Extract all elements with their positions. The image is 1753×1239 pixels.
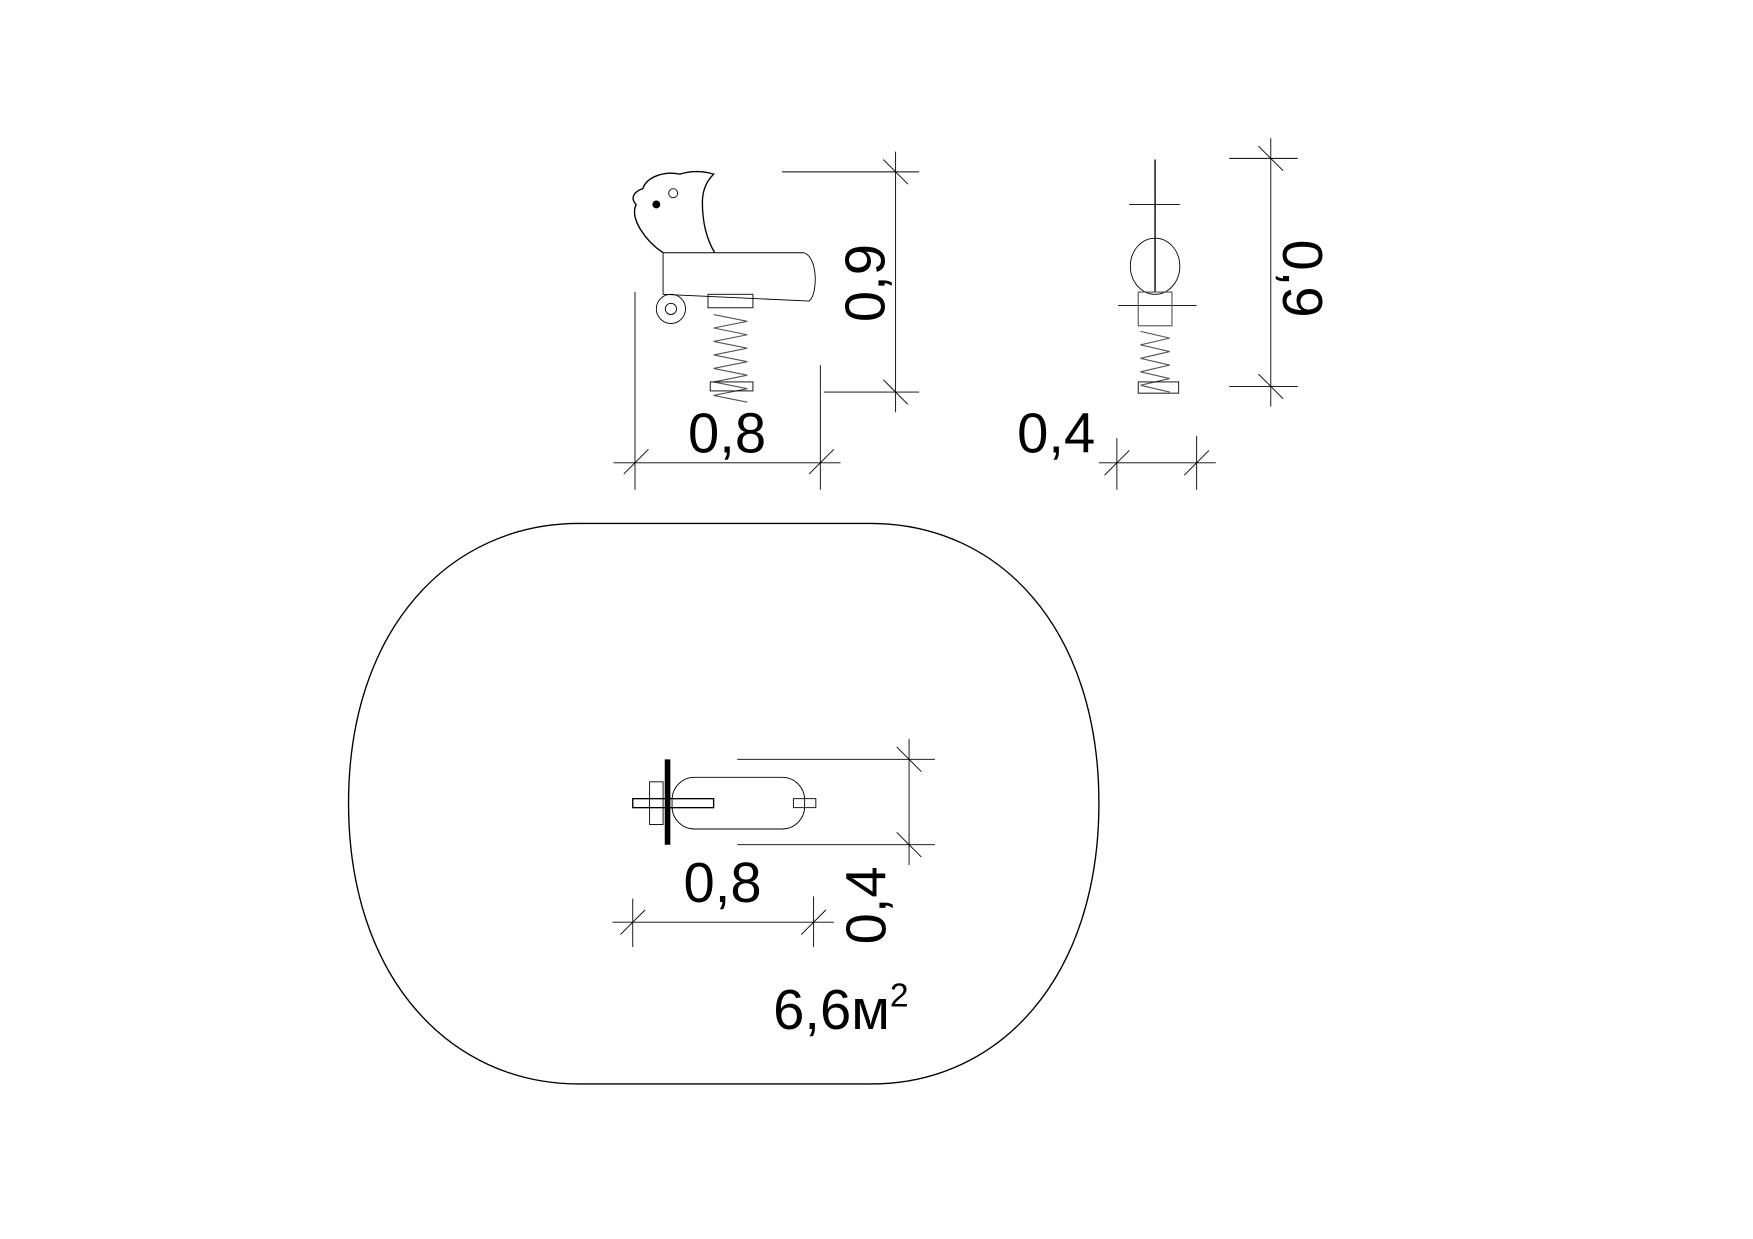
area-label: 6,6м2 [773, 977, 908, 1040]
side-view-rider [632, 170, 816, 403]
area-value: 6,6м [773, 978, 890, 1041]
side-height-label: 0,9 [833, 244, 896, 322]
plan-length-label: 0,8 [684, 851, 762, 914]
plan-width-label: 0,4 [834, 866, 897, 944]
plan-view-dimensions: 0,8 0,4 6,6м2 [612, 739, 935, 1041]
plan-view-rider [632, 759, 817, 845]
safety-zone-outline [347, 522, 1100, 1085]
front-width-label: 0,4 [1017, 402, 1095, 465]
side-width-label: 0,8 [688, 402, 766, 465]
area-unit-superscript: 2 [890, 977, 909, 1014]
front-view-dimensions: 0,4 0,9 [1017, 138, 1334, 490]
front-height-label: 0,9 [1271, 240, 1334, 318]
front-view-rider [1118, 159, 1197, 394]
side-view-dimensions: 0,8 0,9 [613, 151, 920, 490]
